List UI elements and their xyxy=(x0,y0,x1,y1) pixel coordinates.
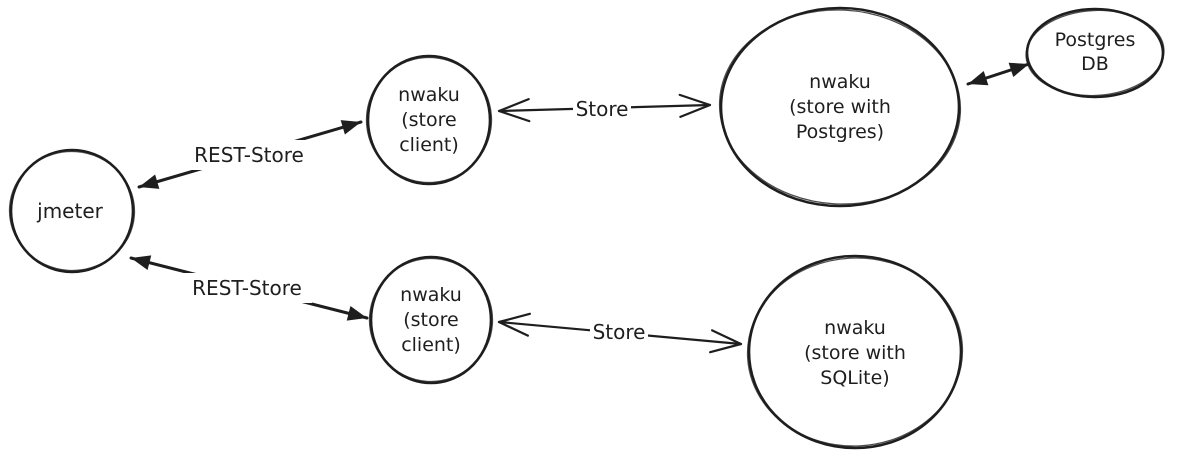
edge-store-bottom: Store xyxy=(497,312,743,354)
node-store-client-top: nwaku (store client) xyxy=(365,54,493,186)
edge-db-link xyxy=(966,62,1031,86)
edge-label-store-bottom: Store xyxy=(593,320,646,344)
rest-store-top-label-bg xyxy=(184,140,314,170)
postgres-db-ellipse-echo xyxy=(1025,9,1165,97)
node-store-client-bottom: nwaku (store client) xyxy=(368,255,494,385)
node-jmeter: jmeter xyxy=(8,148,136,274)
edge-label-store-top: Store xyxy=(576,97,629,121)
store-client-top-circle xyxy=(366,54,492,186)
store-client-bottom-circle-echo xyxy=(368,257,494,383)
store-sqlite-circle-echo xyxy=(746,257,964,447)
jmeter-circle-echo xyxy=(8,150,136,272)
store-postgres-circle-echo xyxy=(718,9,962,205)
jmeter-circle xyxy=(9,148,135,274)
edge-label-rest-store-top: REST-Store xyxy=(194,143,304,167)
store-client-top-label-line1: nwaku xyxy=(398,84,460,106)
jmeter-label: jmeter xyxy=(36,199,103,223)
store-postgres-circle xyxy=(719,6,961,208)
postgres-db-ellipse xyxy=(1025,7,1165,99)
rest-store-bottom-label-bg xyxy=(182,273,312,303)
store-bottom-label-bg xyxy=(590,318,648,346)
store-sqlite-circle xyxy=(747,254,963,450)
node-postgres-db: Postgres DB xyxy=(1025,7,1165,99)
store-sqlite-label-line2: (store with xyxy=(804,342,906,364)
postgres-db-label-line1: Postgres xyxy=(1055,29,1136,51)
store-client-bottom-label-line2: (store xyxy=(403,309,458,331)
store-client-bottom-label-line3: client) xyxy=(401,334,461,356)
store-postgres-label-line1: nwaku xyxy=(809,71,871,93)
store-client-bottom-label-line1: nwaku xyxy=(400,284,462,306)
node-store-postgres: nwaku (store with Postgres) xyxy=(718,6,962,208)
db-link-line xyxy=(966,62,1031,86)
postgres-db-label-line2: DB xyxy=(1081,53,1109,75)
store-client-top-label-line3: client) xyxy=(399,134,459,156)
edge-rest-store-top: REST-Store xyxy=(137,120,363,189)
edge-rest-store-bottom: REST-Store xyxy=(129,255,369,321)
store-sqlite-label-line1: nwaku xyxy=(824,317,886,339)
node-store-sqlite: nwaku (store with SQLite) xyxy=(746,254,964,450)
store-client-top-label-line2: (store xyxy=(401,109,456,131)
store-client-top-circle-echo xyxy=(365,56,493,184)
store-sqlite-label-line3: SQLite) xyxy=(820,367,889,389)
store-client-bottom-circle xyxy=(369,255,493,385)
edge-store-top: Store xyxy=(497,93,712,123)
store-top-label-bg xyxy=(573,95,631,123)
edge-label-rest-store-bottom: REST-Store xyxy=(192,276,302,300)
store-postgres-label-line3: Postgres) xyxy=(796,121,884,143)
store-postgres-label-line2: (store with xyxy=(789,96,891,118)
